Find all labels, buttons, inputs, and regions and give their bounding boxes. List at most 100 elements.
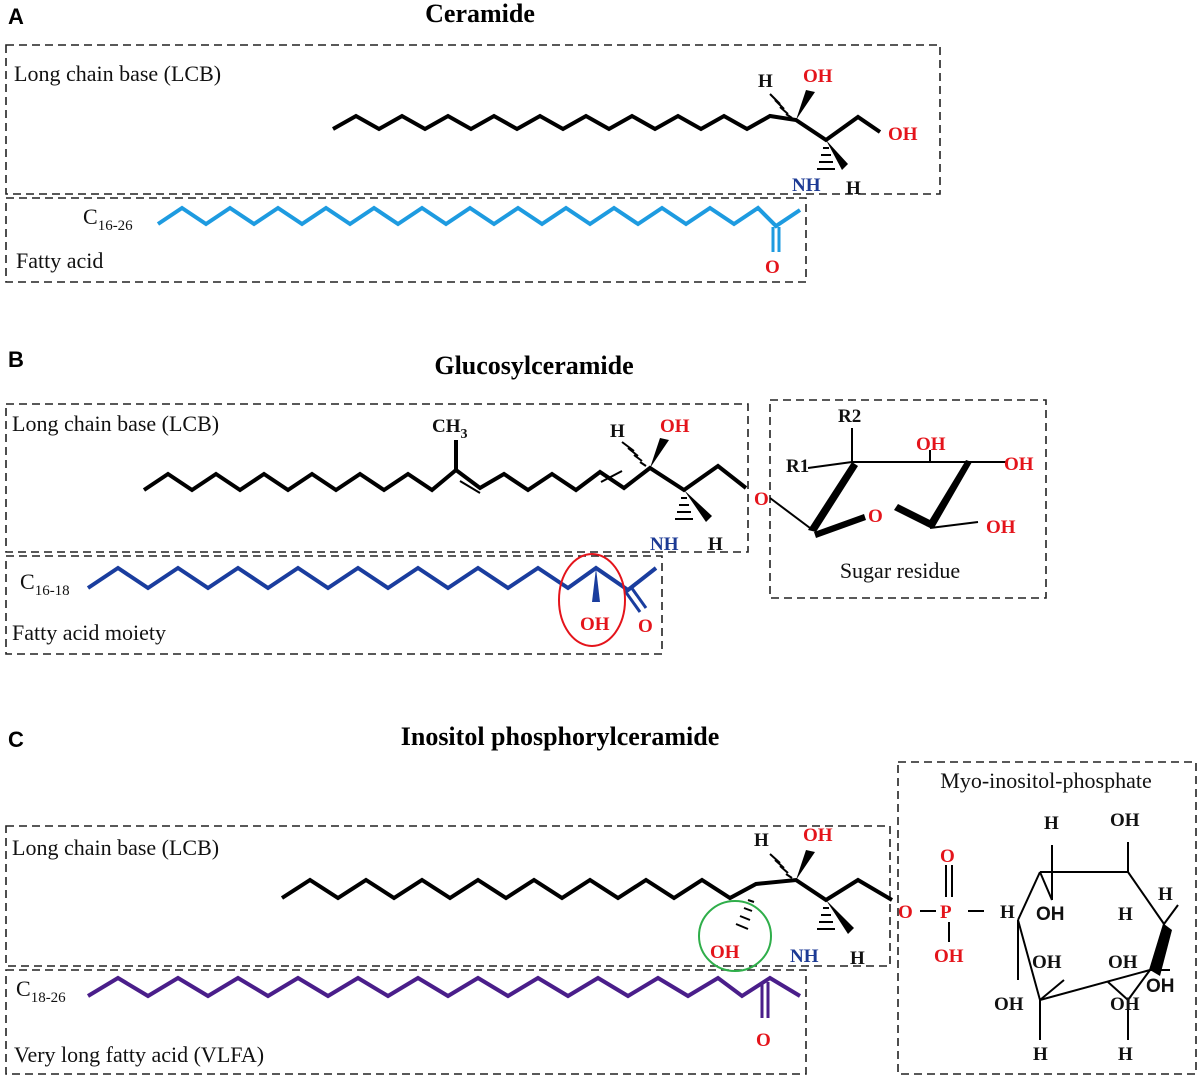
inositol-ring-c — [1017, 842, 1179, 1040]
fa-box-b — [5, 555, 663, 655]
atom-i-oh4-c: OH — [1108, 952, 1138, 973]
atom-ring-o-b: O — [868, 506, 883, 527]
double-bond-b2 — [600, 470, 623, 483]
fa-label-c: Very long fatty acid (VLFA) — [14, 1042, 264, 1067]
atom-i-oh3-c: OH — [1032, 952, 1062, 973]
atom-s-oh2-b: OH — [1004, 454, 1034, 475]
wedge-bond-b1 — [650, 438, 669, 468]
atom-i-oh7-c: OH — [1110, 994, 1140, 1015]
wedge-bond-c1 — [796, 850, 815, 880]
hash-bond-a2 — [817, 147, 835, 170]
fa-chain-b — [86, 565, 658, 593]
wedge-bond-a1 — [796, 90, 815, 120]
atom-s-oh1-b: OH — [916, 434, 946, 455]
atom-s-oh3-b: OH — [986, 517, 1016, 538]
fa-chain-c — [86, 975, 802, 999]
lcb-label-a: Long chain base (LCB) — [14, 61, 221, 86]
hash-bond-c2 — [817, 907, 835, 930]
atom-nh-c: NH — [790, 946, 819, 967]
atom-i-h3-c: H — [1118, 904, 1133, 925]
atom-nh-a: NH — [792, 175, 821, 196]
fa-carbon-a: C16-26 — [83, 204, 133, 234]
panel-c-title: Inositol phosphorylceramide — [401, 722, 720, 751]
atom-h-c1: H — [754, 830, 769, 851]
highlight-circle-c — [698, 900, 772, 972]
atom-o-link-b: O — [754, 489, 769, 510]
atom-i-h4-c: H — [1158, 884, 1173, 905]
double-bond-b1 — [459, 480, 481, 494]
atom-o-carbonyl-c: O — [756, 1030, 771, 1051]
hash-bond-b1 — [621, 441, 647, 467]
lcb-label-c: Long chain base (LCB) — [12, 835, 219, 860]
fa-carbon-c: C18-26 — [16, 976, 66, 1006]
hash-bond-c1 — [769, 853, 793, 879]
wedge-bond-b2 — [684, 490, 712, 522]
atom-p-c: P — [940, 902, 952, 923]
atom-r1-b: R1 — [786, 456, 809, 477]
panel-b: B Glucosylceramide Long chain base (LCB)… — [5, 347, 1047, 655]
atom-h-b1: H — [610, 421, 625, 442]
atom-i-oh6-c: OH — [994, 994, 1024, 1015]
fa-box-a — [5, 197, 807, 283]
atom-oh-fa-b: OH — [580, 614, 610, 635]
atom-oh-lcb-c: OH — [710, 942, 740, 963]
fa-label-a: Fatty acid — [16, 248, 103, 273]
lcb-chain-b — [142, 463, 748, 493]
atom-nh-b: NH — [650, 534, 679, 555]
atom-h-a1: H — [758, 71, 773, 92]
atom-o-carbonyl-b: O — [638, 616, 653, 637]
lcb-box-a — [5, 44, 941, 195]
atom-p-oh-c: OH — [934, 946, 964, 967]
inositol-label-c: Myo-inositol-phosphate — [940, 768, 1151, 793]
ring-wedge-c — [1150, 924, 1172, 976]
atom-r2-b: R2 — [838, 406, 861, 427]
fa-carbon-b: C16-18 — [20, 569, 70, 599]
wedge-bond-a2 — [826, 140, 848, 170]
sugar-label-b: Sugar residue — [840, 558, 960, 583]
fa-label-b: Fatty acid moiety — [12, 620, 166, 645]
wedge-bond-b3 — [592, 568, 600, 602]
atom-i-h6-c: H — [1118, 1044, 1133, 1065]
carbonyl-bond-b2 — [629, 586, 648, 609]
atom-oh-a1: OH — [803, 66, 833, 87]
atom-i-oh5-c: OH — [1146, 976, 1175, 997]
panel-a-letter: A — [8, 4, 24, 29]
atom-oh-b1: OH — [660, 416, 690, 437]
atom-p-o-top-c: O — [940, 846, 955, 867]
lcb-box-b — [5, 403, 749, 553]
lcb-chain-c — [280, 877, 894, 903]
atom-i-oh1-c: OH — [1110, 810, 1140, 831]
inositol-box-c — [897, 761, 1197, 1075]
methyl-label-b: CH3 — [432, 416, 468, 442]
panel-a: A Ceramide Long chain base (LCB) Fatty a… — [5, 0, 941, 283]
hash-bond-b2 — [675, 497, 693, 520]
panel-b-letter: B — [8, 347, 24, 372]
atom-i-h5-c: H — [1033, 1044, 1048, 1065]
panel-a-title: Ceramide — [425, 0, 535, 28]
atom-h-c2: H — [850, 948, 865, 969]
atom-oh-a2: OH — [888, 124, 918, 145]
lcb-label-b: Long chain base (LCB) — [12, 411, 219, 436]
atom-p-o-link-c: O — [898, 902, 913, 923]
lcb-box-c — [5, 825, 891, 967]
carbonyl-bond-b1 — [623, 590, 642, 613]
atom-i-h1-c: H — [1044, 813, 1059, 834]
fa-box-c — [5, 969, 807, 1075]
wedge-bond-c2 — [826, 900, 854, 934]
panel-b-title: Glucosylceramide — [434, 351, 633, 380]
hash-bond-a1 — [769, 93, 793, 119]
lcb-chain-a — [332, 113, 882, 143]
atom-i-oh2-c: OH — [1036, 904, 1065, 925]
atom-o-a: O — [765, 257, 780, 278]
sugar-ring-b — [769, 428, 1008, 538]
atom-oh-c1: OH — [803, 825, 833, 846]
atom-h-a2: H — [846, 178, 861, 199]
panel-c: C Inositol phosphorylceramide Long chain… — [5, 722, 1197, 1075]
atom-h-b2: H — [708, 534, 723, 555]
highlight-circle-b — [558, 553, 626, 647]
hash-bond-c3 — [735, 899, 755, 930]
fa-chain-a — [156, 205, 802, 229]
panel-c-letter: C — [8, 727, 24, 752]
atom-i-h2-c: H — [1000, 902, 1015, 923]
